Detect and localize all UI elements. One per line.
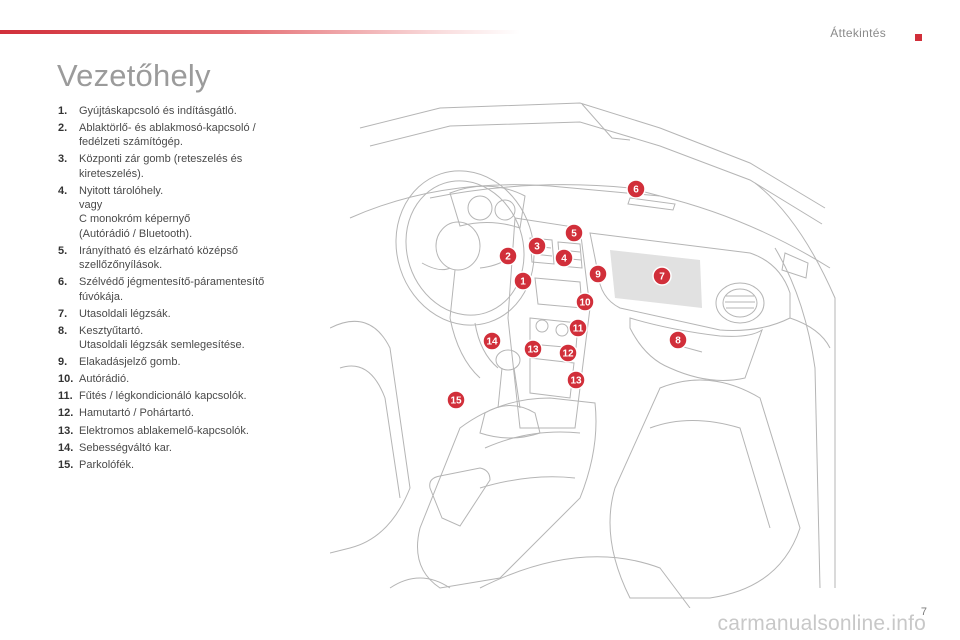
legend-item-number: 8. [58, 324, 68, 337]
callout-6: 6 [626, 179, 646, 199]
dashboard-illustration: 1 2 3 4 5 6 7 8 9 10 11 12 13 13 14 15 [330, 102, 836, 608]
header-accent-bar [0, 30, 520, 34]
legend-item: 14. Sebességváltó kar. [58, 441, 308, 455]
callout-badges: 1 2 3 4 5 6 7 8 9 10 11 12 13 13 14 15 [446, 179, 688, 410]
legend-item-text: Autórádió. [79, 373, 130, 386]
svg-text:13: 13 [527, 345, 539, 356]
legend-item-number: 9. [58, 356, 68, 369]
svg-text:11: 11 [573, 324, 584, 335]
legend-item: 9. Elakadásjelző gomb. [58, 355, 308, 369]
svg-text:7: 7 [659, 272, 665, 283]
svg-text:1: 1 [520, 277, 526, 288]
callout-2: 2 [498, 246, 518, 266]
legend-item-number: 11. [58, 390, 73, 403]
legend-item-text: Fűtés / légkondicionáló kapcsolók. [79, 390, 247, 403]
svg-text:6: 6 [633, 185, 639, 196]
legend-item-text: Kesztyűtartó. [79, 324, 144, 337]
legend-item-text: Gyújtáskapcsoló és indításgátló. [79, 105, 237, 117]
legend-item-text: C monokróm képernyő [79, 213, 191, 226]
legend-item: 5. Irányítható és elzárható középső szellő… [58, 244, 308, 273]
legend-item-text: szellőzőnyílások. [79, 259, 163, 272]
callout-7: 7 [652, 266, 672, 286]
legend-list: 1. Gyújtáskapcsoló és indításgátló. 2. Abla… [58, 104, 308, 475]
svg-text:8: 8 [675, 336, 681, 347]
legend-item-text: Hamutartó / Pohártartó. [79, 407, 194, 420]
legend-item-text: Elektromos ablakemelő-kapcsolók. [79, 424, 249, 437]
legend-item-text: Központi zár gomb (reteszelés és [79, 153, 243, 166]
legend-item-number: 2. [58, 122, 68, 135]
legend-item-number: 14. [58, 441, 74, 454]
legend-item-text: Szélvédő jégmentesítő-páramentesítő [79, 276, 265, 289]
callout-4: 4 [554, 248, 574, 268]
legend-item-text: Ablaktörlő- és ablakmosó-kapcsoló / [79, 122, 256, 135]
legend-item: 7. Utasoldali légzsák. [58, 307, 308, 321]
section-label: Áttekintés [830, 26, 886, 40]
svg-text:12: 12 [562, 349, 574, 360]
svg-text:15: 15 [450, 396, 462, 407]
legend-item: 13. Elektromos ablakemelő-kapcsolók. [58, 424, 308, 438]
page-title: Vezetőhely [57, 58, 211, 93]
legend-item-text: Sebességváltó kar. [79, 441, 172, 454]
watermark: carmanualsonline.info [717, 612, 926, 635]
legend-item-text: Nyitott tárolóhely. [79, 184, 164, 197]
section-marker [915, 34, 922, 41]
legend-item-number: 15. [58, 458, 74, 471]
legend-item: 12. Hamutartó / Pohártartó. [58, 406, 308, 420]
legend-item-number: 4. [58, 184, 68, 197]
svg-text:5: 5 [571, 229, 577, 240]
svg-text:10: 10 [579, 298, 591, 309]
legend-item-text: fúvókája. [79, 290, 124, 303]
legend-item-number: 13. [58, 424, 74, 437]
legend-item-text: Irányítható és elzárható középső [79, 244, 238, 257]
legend-item-text: fedélzeti számítógép. [79, 136, 183, 149]
legend-item-text: Parkolófék. [79, 458, 135, 471]
svg-text:13: 13 [570, 376, 582, 387]
callout-9: 9 [588, 264, 608, 284]
legend-item-number: 6. [58, 276, 68, 289]
legend-item-text: (Autórádió / Bluetooth). [79, 227, 193, 240]
legend-item-number: 3. [58, 153, 68, 166]
callout-1: 1 [513, 271, 533, 291]
legend-item-number: 7. [58, 307, 68, 320]
legend-item: 1. Gyújtáskapcsoló és indításgátló. [58, 104, 308, 118]
callout-3: 3 [527, 236, 547, 256]
svg-text:14: 14 [486, 337, 498, 348]
legend-item: 10. Autórádió. [58, 372, 308, 386]
callout-14: 14 [482, 331, 502, 351]
callout-13-upper: 13 [523, 339, 543, 359]
svg-text:4: 4 [561, 254, 567, 265]
callout-13-lower: 13 [566, 370, 586, 390]
dashboard-line-art [330, 102, 836, 608]
callout-10: 10 [575, 292, 595, 312]
legend-item-text: Utasoldali légzsák. [79, 307, 171, 320]
legend-item: 11. Fűtés / légkondicionáló kapcsolók. [58, 389, 308, 403]
legend-item: 8. Kesztyűtartó. Utasoldali légzsák semleg… [58, 324, 308, 353]
callout-15: 15 [446, 390, 466, 410]
svg-text:2: 2 [505, 252, 511, 263]
svg-text:9: 9 [595, 270, 601, 281]
callout-8: 8 [668, 330, 688, 350]
legend-item-number: 5. [58, 244, 68, 257]
legend-item-text: Elakadásjelző gomb. [79, 356, 181, 369]
legend-item: 15. Parkolófék. [58, 458, 308, 472]
legend-item-number: 12. [58, 407, 74, 420]
legend-item-text: Utasoldali légzsák semlegesítése. [79, 339, 245, 352]
svg-text:3: 3 [534, 242, 540, 253]
page-number: 7 [920, 606, 927, 618]
callout-11: 11 [568, 318, 588, 338]
legend-item-text: vagy [79, 199, 103, 212]
callout-5: 5 [564, 223, 584, 243]
legend-item: 2. Ablaktörlő- és ablakmosó-kapcsoló /fed… [58, 121, 308, 150]
legend-item-number: 1. [58, 105, 68, 117]
legend-item-text: kireteszelés). [79, 167, 144, 180]
callout-12: 12 [558, 343, 578, 363]
legend-item-number: 10. [58, 373, 74, 386]
